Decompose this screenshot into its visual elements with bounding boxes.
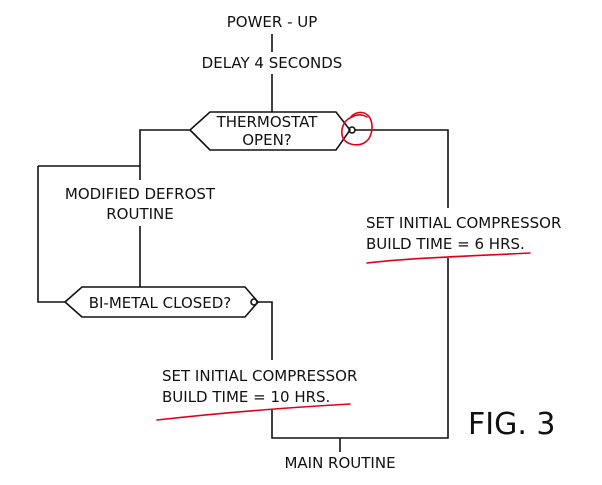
bimetal-yes-port (250, 298, 258, 306)
power-up-label: POWER - UP (227, 13, 318, 31)
connector-thermostat-left (139, 129, 190, 180)
thermostat-label-line1: THERMOSTAT (216, 113, 319, 131)
set-6hrs-label-line2: BUILD TIME = 6 HRS. (366, 235, 525, 253)
modified-defrost-label-line2: ROUTINE (106, 205, 174, 223)
connector-loop-back (37, 166, 65, 303)
set-6hrs-label-line1: SET INITIAL COMPRESSOR (366, 214, 561, 232)
set-10hrs-label-line2: BUILD TIME = 10 HRS. (162, 388, 330, 406)
thermostat-label-line2: OPEN? (242, 131, 292, 149)
red-circle-annotation (341, 111, 373, 146)
delay-label: DELAY 4 SECONDS (202, 54, 343, 72)
connector-bimetal-right (257, 301, 273, 360)
connector-thermostat-right (355, 129, 449, 208)
connector-6hrs-to-main (340, 258, 449, 439)
connector-10hrs-to-main (271, 410, 340, 439)
modified-defrost-label-line1: MODIFIED DEFROST (65, 185, 216, 203)
main-routine-label: MAIN ROUTINE (284, 454, 395, 472)
set-10hrs-label-line1: SET INITIAL COMPRESSOR (162, 367, 357, 385)
bimetal-label: BI-METAL CLOSED? (89, 294, 232, 312)
thermostat-decision-shape (188, 111, 351, 151)
figure-number-label: FIG. 3 (468, 407, 556, 442)
red-underline-10hrs (156, 403, 351, 421)
red-underline-6hrs (366, 252, 531, 264)
